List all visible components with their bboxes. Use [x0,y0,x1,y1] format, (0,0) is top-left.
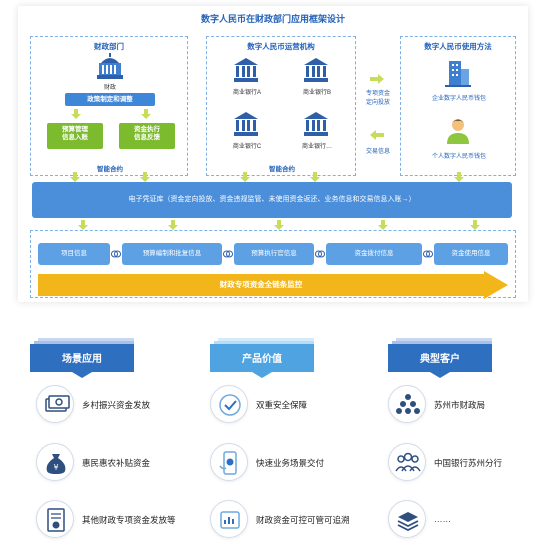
office-building-icon [445,61,471,87]
value-item: 双重安全保障 [210,385,370,425]
people-group-icon [395,452,421,472]
arrow-down-icon [78,220,88,230]
arrow-right-icon [370,74,384,84]
arrow-down-icon [168,220,178,230]
operator-title: 数字人民币运营机构 [247,42,315,51]
framework-diagram: 数字人民币在财政部门应用框架设计 财政部门 财政 政策制定和调整 预算管理 信息… [18,6,528,302]
client-item: 苏州市财政局 [388,385,538,425]
scenario-item: 乡村振兴资金发放 [36,385,196,425]
enterprise-wallet-label: 企业数字人民币钱包 [431,96,486,102]
finance-dept-section: 财政部门 财政 政策制定和调整 预算管理 信息入账 资金执行 信息反馈 智能合约 [30,36,188,176]
info-chain-track [30,230,516,298]
layers-icon [397,512,419,532]
project-info-pill: 项目信息 [38,243,110,265]
scenario-header-label: 场景应用 [62,354,102,365]
phone-payment-icon [219,451,237,475]
directed-release-label: 专项资金 定向投放 [365,91,390,106]
bank-icon [234,58,258,82]
chain-link-icon [423,250,433,258]
client-item: …… [388,500,538,540]
arrow-down-icon [470,220,480,230]
value-header-label: 产品价值 [242,354,282,365]
scenario-header: 场景应用 [28,338,142,378]
client-item: 中国银行苏州分行 [388,443,538,483]
personal-wallet-label: 个人数字人民币钱包 [431,154,486,160]
scenario-item: ¥ 惠民惠农补贴资金 [36,443,196,483]
arrow-left-icon [370,130,384,140]
clients-header-label: 典型客户 [420,354,460,365]
operator-section: 数字人民币运营机构 商业银行A 商业银行B 商业银行C 商业银行 [206,36,356,176]
clients-header: 典型客户 [386,338,500,378]
wallet-chart-icon [220,511,240,529]
usage-title: 数字人民币使用方法 [424,42,492,51]
chain-link-icon [315,250,325,258]
arrow-down-icon [70,172,80,182]
person-icon [447,119,469,144]
chain-link-icon [111,250,121,258]
arrow-down-icon [274,220,284,230]
policy-box: 政策制定和调整 [65,93,155,106]
bank-c-label: 商业银行C [232,144,262,150]
arrow-down-icon [141,109,151,119]
money-stack-icon [45,395,70,412]
finance-dept-title: 财政部门 [94,42,124,51]
finance-building-label: 财政 [103,85,116,91]
budget-info-box: 预算管理 信息入账 [47,123,103,149]
value-header: 产品价值 [208,338,322,378]
transaction-info-label: 交易信息 [365,149,390,155]
value-item: 财政资金可控可管可追溯 [210,500,380,540]
bank-b-label: 商业银行B [302,90,331,96]
shield-check-icon [219,394,241,416]
operator-smart-contract-label: 智能合约 [269,166,295,173]
svg-text:¥: ¥ [53,463,58,472]
budget-exec-pill: 预算执行官信息 [234,243,314,265]
full-chain-monitor-label: 财政专项资金全链条监控 [219,280,303,289]
chain-link-icon [223,250,233,258]
bank-more-label: 商业银行… [301,144,332,150]
arrow-down-icon [310,172,320,182]
document-coin-icon [47,508,65,532]
bank-icon [304,58,328,82]
finance-smart-contract-label: 智能合约 [97,166,123,173]
bank-icon [234,112,258,136]
money-bag-icon: ¥ [46,454,66,474]
arrow-down-icon [240,172,250,182]
arrow-down-icon [71,109,81,119]
budget-approval-pill: 预算编制和批复信息 [122,243,222,265]
exec-info-box: 资金执行 信息反馈 [119,123,175,149]
arrow-down-icon [378,220,388,230]
value-item: 快速业务场景交付 [210,443,370,483]
scenario-item: 其他财政专项资金发放等 [36,500,206,540]
government-building-icon [97,53,123,79]
arrow-down-icon [140,172,150,182]
bank-icon [304,112,328,136]
diagram-title: 数字人民币在财政部门应用框架设计 [200,14,345,24]
bank-a-label: 商业银行A [232,90,261,96]
people-pyramid-icon [396,394,420,414]
fund-allocation-pill: 资金拨付信息 [326,243,422,265]
usage-section: 数字人民币使用方法 企业数字人民币钱包 个人数字人民币钱包 [400,36,516,176]
e-voucher-ledger: 电子凭证库（资金定向投放、资金违规监管、未使用资金返还、业务信息和交易信息入账→… [32,182,512,218]
fund-usage-pill: 资金使用信息 [434,243,508,265]
arrow-down-icon [454,172,464,182]
full-chain-monitor-arrow: 财政专项资金全链条监控 [38,271,508,299]
